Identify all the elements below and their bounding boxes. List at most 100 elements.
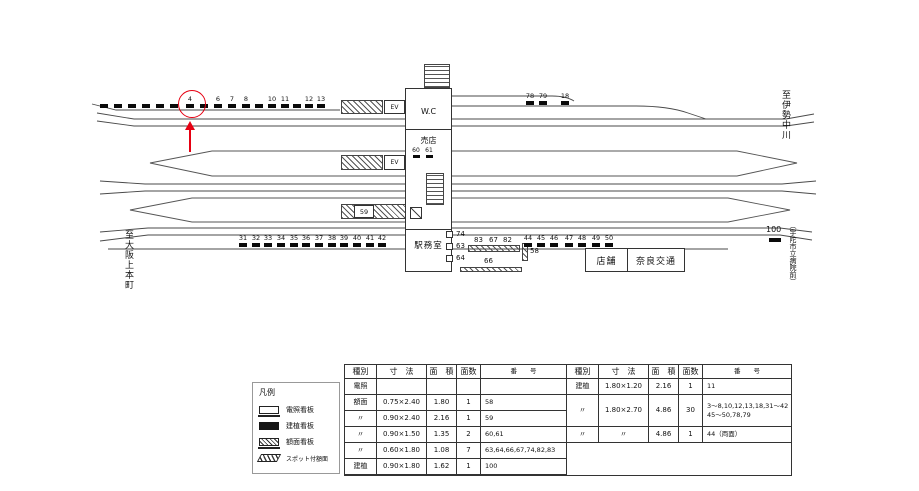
sign-tick (251, 95, 267, 108)
header-size: 寸 法 (377, 365, 427, 378)
shop-box: 店舗 (585, 248, 628, 272)
sign-63-mark (446, 243, 453, 250)
sign-tick (110, 95, 126, 108)
standing-sign-icon (259, 422, 279, 430)
sign-tick: 33 (260, 234, 276, 247)
table-cell-faces: 30 (679, 395, 703, 426)
table-cell-type: 額面 (345, 395, 377, 410)
sign-tick: 38 (324, 234, 340, 247)
table-cell-area: 4.86 (649, 427, 679, 442)
table-cell-nums: 44（両面） (707, 430, 742, 439)
sign-tick (96, 95, 112, 108)
sign-59-label: 59 (359, 207, 369, 216)
legend-item: スポット付額面 (256, 450, 333, 466)
table-cell-nums: 60,61 (485, 430, 504, 439)
legend-item: 額面看板 (258, 434, 333, 450)
table-cell-type: 〃 (567, 395, 599, 426)
highlight-arrow-head (185, 121, 195, 130)
sign-74-label: 74 (456, 230, 465, 238)
sign-tick: 36 (298, 234, 314, 247)
sign-tick: 49 (588, 234, 604, 247)
sign-tick: 32 (248, 234, 264, 247)
sign-tick (152, 95, 168, 108)
sign-tick (166, 95, 182, 108)
sign-tick: 40 (349, 234, 365, 247)
sign-64-mark (446, 255, 453, 262)
sign-64-label: 64 (456, 254, 465, 262)
table-cell-area: 1.62 (427, 459, 457, 474)
legend-item-label: 建植看板 (286, 422, 314, 430)
highlight-arrow-line (189, 130, 191, 152)
header-type: 種別 (567, 365, 599, 378)
elevator-box: EV (384, 155, 405, 170)
elevator-label: EV (390, 159, 399, 166)
table-cell-faces: 1 (457, 395, 481, 410)
legend-item-label: 額面看板 (286, 438, 314, 446)
track-line (99, 227, 813, 233)
table-cell-faces: 1 (457, 411, 481, 426)
track-line (99, 180, 817, 185)
overpass-stairs (424, 64, 450, 88)
sign-tick: 50 (601, 234, 617, 247)
building-divider (406, 229, 451, 230)
sign-tick: 41 (362, 234, 378, 247)
bus-company-label: 奈良交通 (635, 256, 676, 267)
sign-tick: 35 (286, 234, 302, 247)
table-cell-nums: 58 (485, 398, 494, 407)
table-header: 種別 寸 法 面 積 面数 番 号 (345, 365, 566, 379)
table-cell-size: 0.60×1.80 (377, 443, 427, 458)
sign-tick: 44 (520, 234, 536, 247)
table-cell-type: 建植 (567, 379, 599, 394)
header-nums: 番 号 (734, 367, 760, 375)
table-cell-size: 0.90×1.50 (377, 427, 427, 442)
table-cell-nums: 100 (485, 462, 498, 471)
sign-tick: 47 (561, 234, 577, 247)
table-cell-faces: 1 (679, 427, 703, 442)
header-size: 寸 法 (599, 365, 649, 378)
table-header: 種別 寸 法 面 積 面数 番 号 (567, 365, 791, 379)
table-cell-size: 0.75×2.40 (377, 395, 427, 410)
table-cell-size: 1.80×1.20 (599, 379, 649, 394)
sign-cluster-bar (468, 245, 520, 252)
table-cell-size: 0.90×1.80 (377, 459, 427, 474)
elevator-box: EV (384, 100, 405, 114)
table-cell-type: 〃 (345, 411, 377, 426)
sign-61-label: 61 (425, 147, 433, 154)
sign-100-label: 100 (766, 225, 782, 234)
table-cell-nums (481, 379, 566, 394)
illuminated-sign-icon (258, 406, 280, 417)
table-cell-area: 1.80 (427, 395, 457, 410)
sign-61-mark (425, 155, 433, 158)
escalator-box (410, 207, 422, 219)
table-cell-type: 電照 (345, 379, 377, 394)
sign-tick: 45 (533, 234, 549, 247)
legend-title: 凡例 (259, 388, 275, 397)
sign-61: 61 (423, 147, 435, 158)
table-cell-type: 〃 (345, 427, 377, 442)
sign-58-label: 58 (530, 247, 539, 255)
sign-60: 60 (410, 147, 422, 158)
stairs-hatch-lower (341, 204, 407, 219)
direction-label-right: 至伊勢中川 (780, 90, 790, 140)
sign-tick: 10 (264, 95, 280, 108)
sign-tick: 42 (374, 234, 390, 247)
sign-60-label: 60 (412, 147, 420, 154)
sign-tick: 39 (336, 234, 352, 247)
table-row: 電照 (345, 379, 566, 395)
table-cell-area (427, 379, 457, 394)
bus-company-box: 奈良交通 (627, 248, 685, 272)
table-cell-type: 〃 (345, 443, 377, 458)
track-line (96, 112, 815, 120)
inner-stairs (426, 173, 444, 205)
top-right-merge-line (452, 105, 707, 120)
sign-66-label: 66 (484, 257, 493, 265)
table-cell-size: 0.90×2.40 (377, 411, 427, 426)
building-divider (406, 129, 451, 130)
